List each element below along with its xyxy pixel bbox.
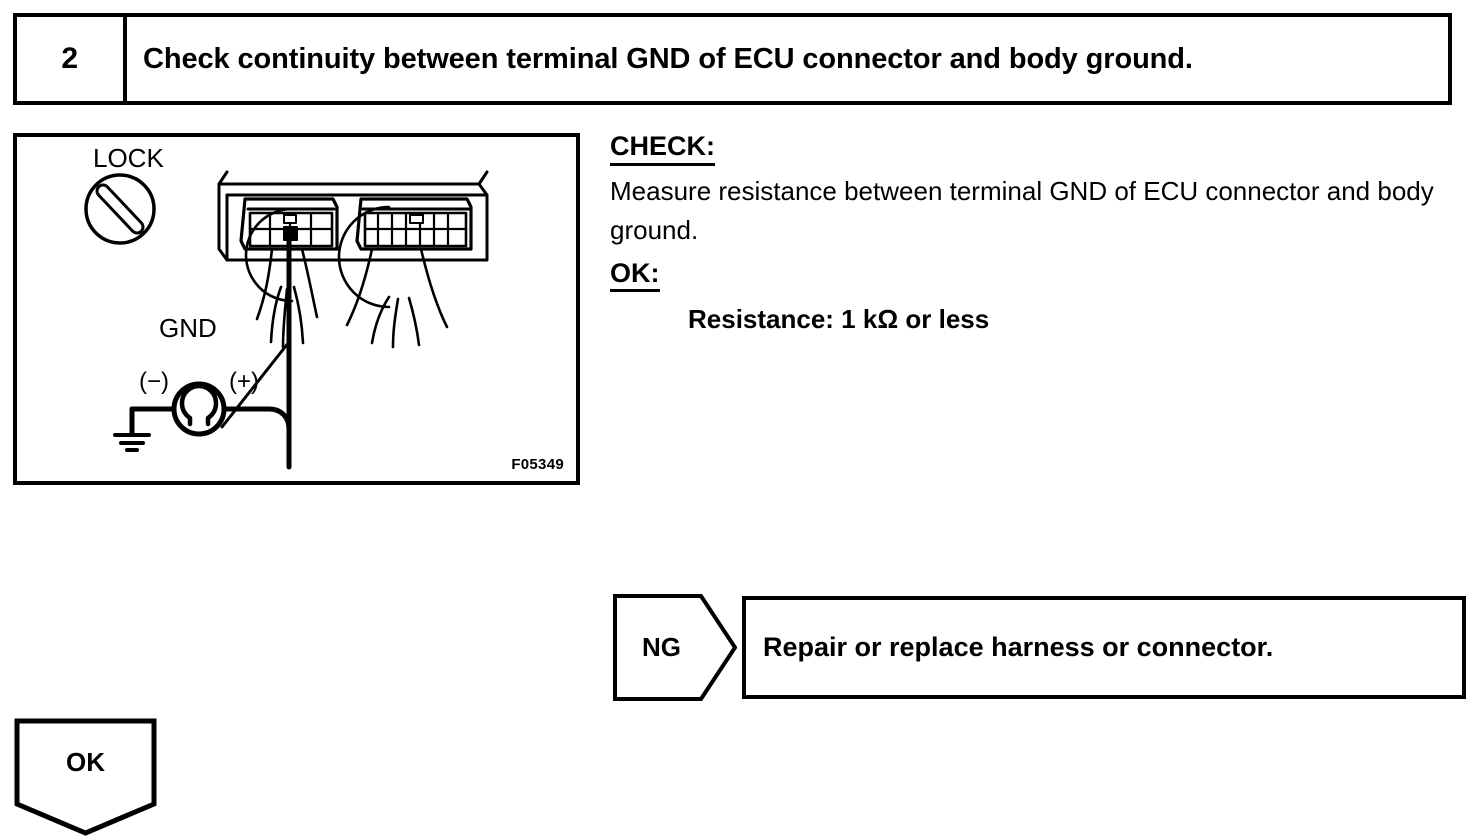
ok-continuation-shape: OK <box>14 718 157 836</box>
ng-chevron-shape: NG <box>613 594 737 701</box>
detail-callout-circles <box>244 205 391 309</box>
step-number-cell: 2 <box>17 17 127 101</box>
ecu-connector-diagram: LOCK GND (−) (+) <box>84 143 489 470</box>
ng-label: NG <box>642 632 681 662</box>
step-title-cell: Check continuity between terminal GND of… <box>127 17 1448 101</box>
step-title: Check continuity between terminal GND of… <box>143 42 1193 75</box>
ok-label: OK: <box>610 258 660 293</box>
meter-positive-label: (+) <box>229 368 259 395</box>
gnd-label: GND <box>159 313 217 343</box>
step-number: 2 <box>61 42 79 75</box>
ok-specification: Resistance: 1 kΩ or less <box>688 304 990 335</box>
lock-label: LOCK <box>93 143 164 173</box>
check-label: CHECK: <box>610 131 715 166</box>
meter-circuit <box>129 406 292 436</box>
ohmmeter-icon <box>171 381 227 437</box>
right-connector <box>355 197 473 251</box>
ecu-housing <box>217 170 489 262</box>
chassis-ground-icon <box>113 433 151 452</box>
illustration-panel: LOCK GND (−) (+) F05349 <box>13 133 580 485</box>
ng-result-text: Repair or replace harness or connector. <box>763 632 1274 662</box>
ng-branch-row: NG Repair or replace harness or connecto… <box>613 594 1466 701</box>
check-text-block: CHECK: Measure resistance between termin… <box>610 131 1466 335</box>
ng-result-box: Repair or replace harness or connector. <box>742 596 1466 699</box>
figure-id: F05349 <box>511 456 564 473</box>
meter-negative-label: (−) <box>139 368 169 395</box>
ok-branch-label: OK <box>66 746 105 777</box>
ng-chevron-outline <box>613 594 737 701</box>
gnd-leader-line <box>220 340 291 429</box>
lock-slot-icon <box>84 173 156 245</box>
ok-pentagon-outline <box>14 718 157 836</box>
check-description: Measure resistance between terminal GND … <box>610 175 1434 246</box>
step-header-box: 2 Check continuity between terminal GND … <box>13 13 1452 105</box>
wire-harness <box>255 247 449 349</box>
